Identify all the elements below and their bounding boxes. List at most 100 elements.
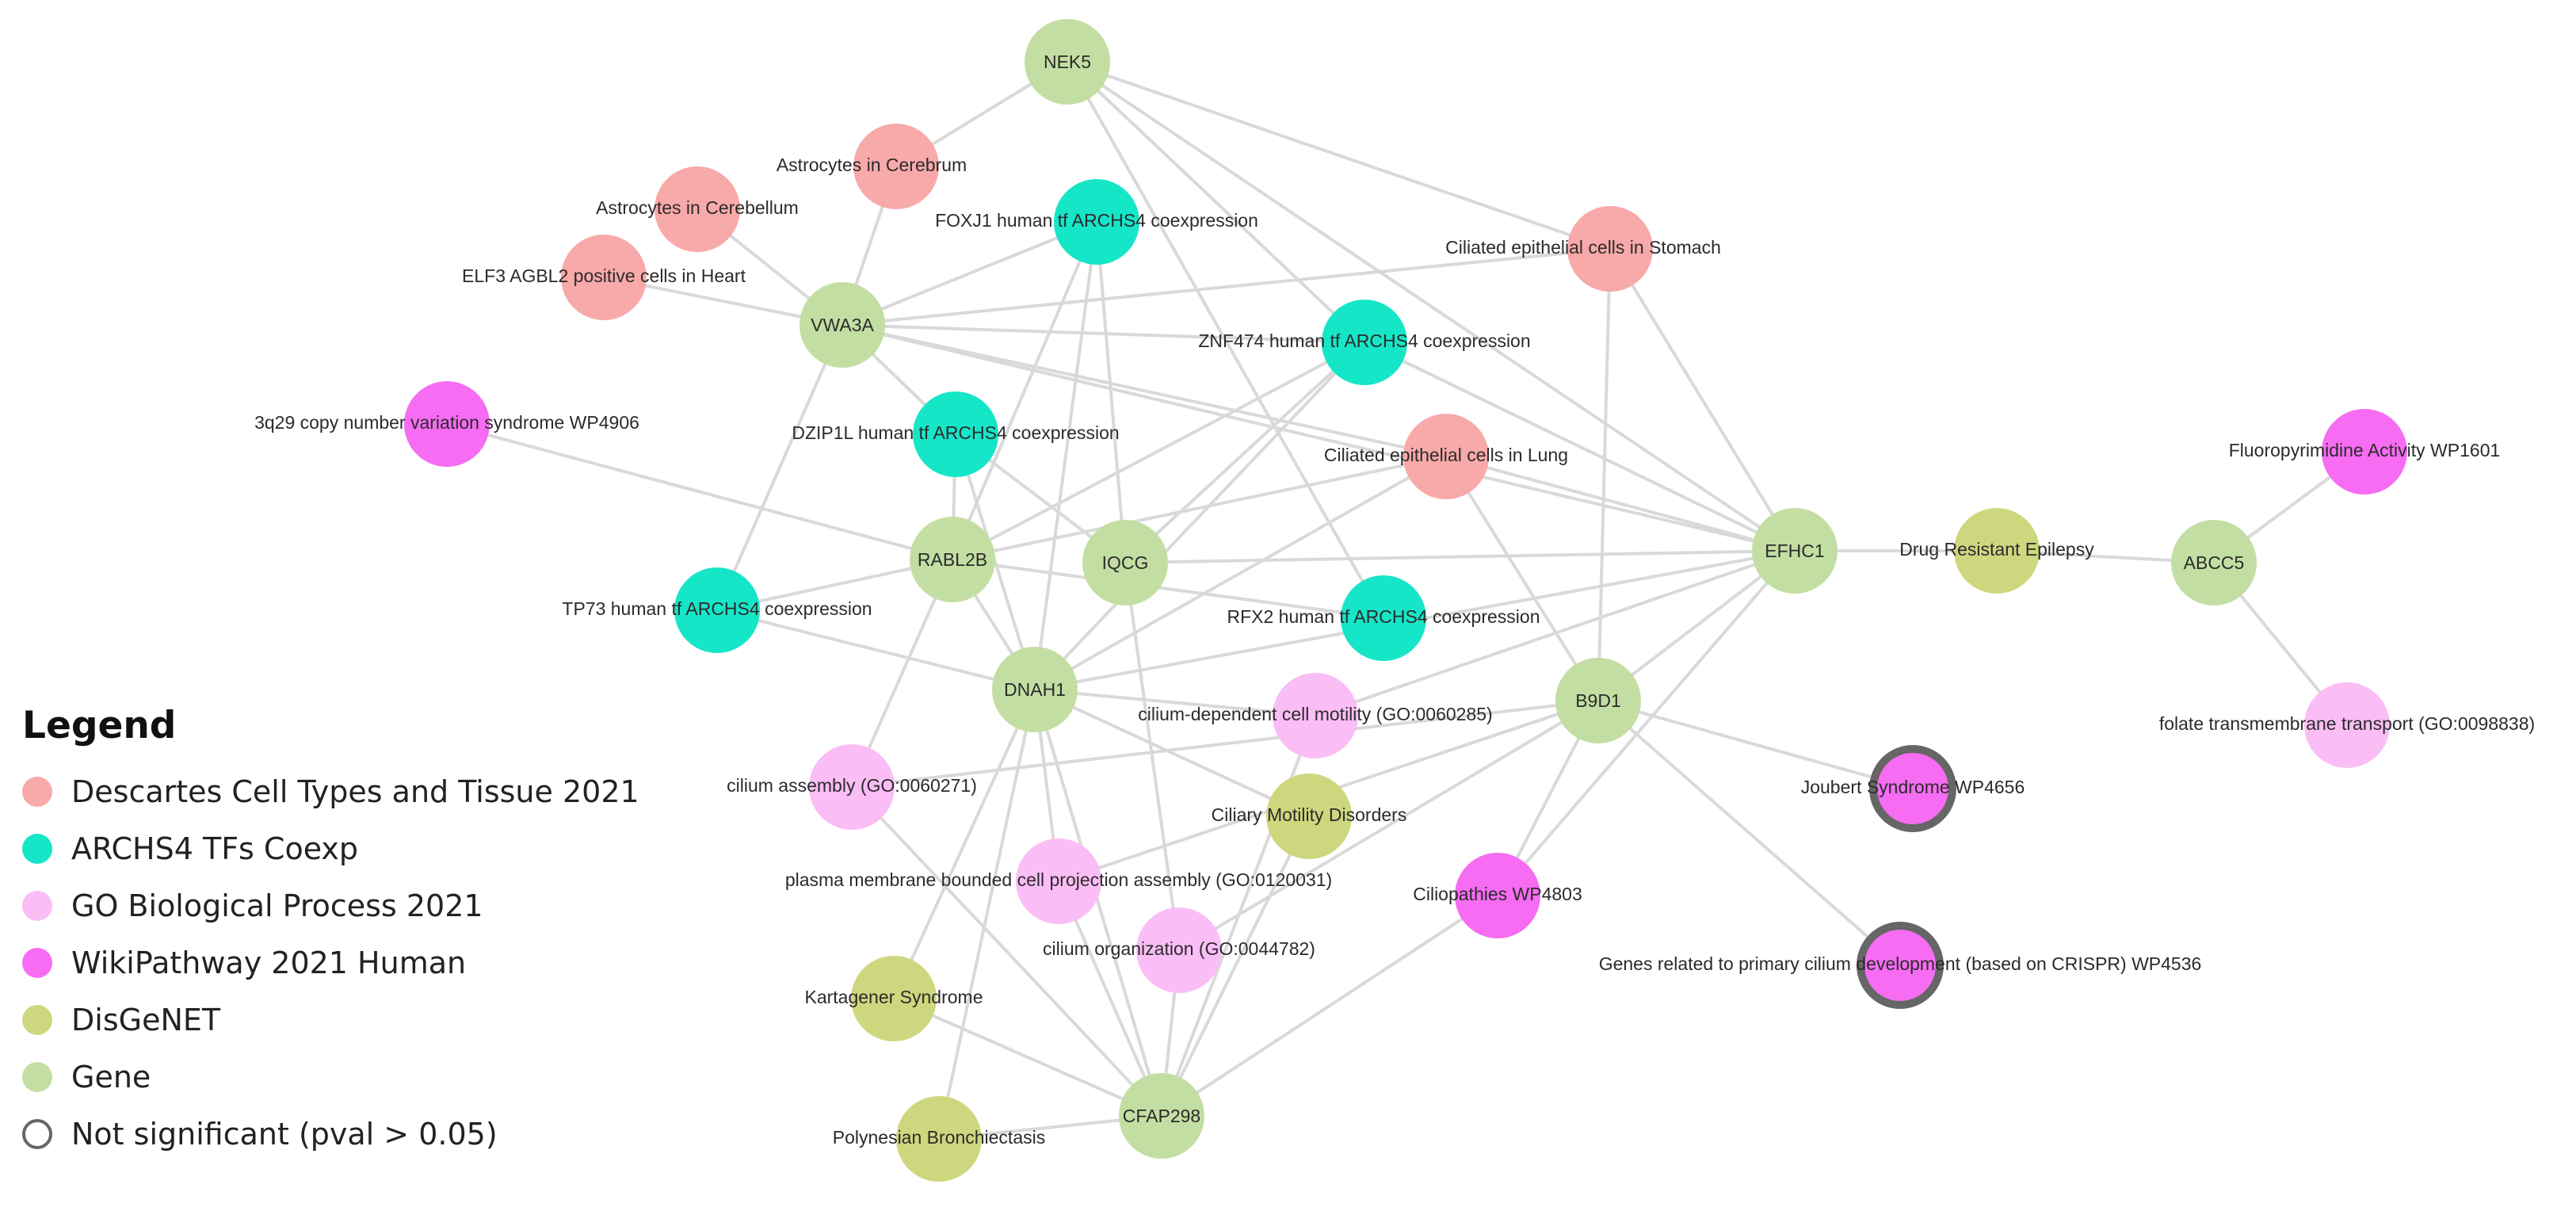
- node-label: DZIP1L human tf ARCHS4 coexpression: [792, 422, 1119, 443]
- node-circle[interactable]: [1322, 300, 1407, 385]
- node-circle[interactable]: [1016, 839, 1101, 924]
- node-circle[interactable]: [674, 567, 760, 653]
- node-wp4536[interactable]: Genes related to primary cilium developm…: [1599, 922, 2202, 1009]
- node-RABL2B[interactable]: RABL2B: [910, 517, 995, 602]
- node-cil_lung[interactable]: Ciliated epithelial cells in Lung: [1324, 414, 1568, 499]
- node-circle[interactable]: [1752, 508, 1838, 594]
- edge-RABL2B-rfx2: [952, 558, 1384, 620]
- node-go0044782[interactable]: cilium organization (GO:0044782): [1043, 907, 1315, 993]
- node-NEK5[interactable]: NEK5: [1025, 19, 1110, 105]
- node-label: Astrocytes in Cerebrum: [777, 155, 967, 175]
- node-VWA3A[interactable]: VWA3A: [800, 282, 885, 368]
- node-wp4906[interactable]: 3q29 copy number variation syndrome WP49…: [254, 381, 639, 467]
- edge-VWA3A-cil_lung: [841, 323, 1447, 458]
- node-ciliary_motility[interactable]: Ciliary Motility Disorders: [1212, 774, 1407, 859]
- legend-label: DisGeNET: [71, 1003, 221, 1037]
- node-label: DNAH1: [1004, 679, 1066, 700]
- legend-swatch: [22, 948, 52, 978]
- node-circle[interactable]: [404, 381, 490, 467]
- node-circle[interactable]: [2322, 409, 2407, 495]
- edge-DNAH1-cil_lung: [1034, 455, 1447, 691]
- node-circle[interactable]: [992, 647, 1078, 732]
- node-circle[interactable]: [1054, 179, 1139, 265]
- edge-DNAH1-ciliary_motility: [1034, 688, 1310, 818]
- node-circle[interactable]: [1403, 414, 1489, 499]
- legend-label: GO Biological Process 2021: [71, 888, 483, 923]
- edge-VWA3A-EFHC1: [841, 323, 1796, 552]
- node-EFHC1[interactable]: EFHC1: [1752, 508, 1838, 594]
- node-circle[interactable]: [1869, 745, 1956, 832]
- node-go0098838[interactable]: folate transmembrane transport (GO:00988…: [2159, 682, 2535, 768]
- node-astro_cerebellum[interactable]: Astrocytes in Cerebellum: [596, 166, 799, 252]
- legend-swatch: [22, 1119, 52, 1149]
- node-circle[interactable]: [809, 744, 895, 830]
- edge-DNAH1-CFAP298: [1033, 689, 1163, 1117]
- node-B9D1[interactable]: B9D1: [1555, 658, 1641, 743]
- node-label: Ciliated epithelial cells in Lung: [1324, 445, 1568, 465]
- edge-IQCG-go0044782: [1124, 562, 1181, 951]
- node-circle[interactable]: [2304, 682, 2390, 768]
- node-IQCG[interactable]: IQCG: [1082, 520, 1168, 606]
- node-wp1601[interactable]: Fluoropyrimidine Activity WP1601: [2229, 409, 2501, 495]
- node-circle[interactable]: [561, 235, 647, 320]
- edge-EFHC1-wp4803: [1496, 549, 1796, 897]
- legend-item-not-significant: Not significant (pval > 0.05): [19, 1106, 639, 1163]
- node-elf3_heart[interactable]: ELF3 AGBL2 positive cells in Heart: [462, 235, 746, 320]
- node-circle[interactable]: [1266, 774, 1352, 859]
- node-circle[interactable]: [1136, 907, 1222, 993]
- node-circle[interactable]: [1341, 575, 1426, 661]
- node-circle[interactable]: [896, 1096, 982, 1182]
- node-wp4803[interactable]: Ciliopathies WP4803: [1413, 853, 1582, 938]
- node-label: Ciliopathies WP4803: [1413, 884, 1582, 904]
- edge-DNAH1-tp73: [716, 609, 1036, 691]
- edge-NEK5-EFHC1: [1066, 60, 1796, 552]
- node-circle[interactable]: [1025, 19, 1110, 105]
- edge-B9D1-go0060271: [851, 699, 1599, 789]
- node-kartagener[interactable]: Kartagener Syndrome: [804, 956, 983, 1041]
- node-circle[interactable]: [913, 392, 998, 477]
- legend-label: Not significant (pval > 0.05): [71, 1117, 498, 1152]
- legend-title: Legend: [22, 704, 177, 747]
- node-label: Astrocytes in Cerebellum: [596, 197, 799, 218]
- node-label: cilium assembly (GO:0060271): [727, 775, 977, 796]
- edge-CFAP298-go0060271: [850, 785, 1163, 1117]
- node-circle[interactable]: [2171, 520, 2257, 606]
- node-astro_cerebrum[interactable]: Astrocytes in Cerebrum: [777, 124, 967, 209]
- edge-RABL2B-znf474: [952, 341, 1365, 561]
- node-circle[interactable]: [1455, 853, 1540, 938]
- node-circle[interactable]: [1954, 508, 2040, 594]
- edge-VWA3A-znf474: [841, 323, 1365, 344]
- node-go0060285[interactable]: cilium-dependent cell motility (GO:00602…: [1138, 673, 1493, 758]
- node-circle[interactable]: [1555, 658, 1641, 743]
- node-drug_epilepsy[interactable]: Drug Resistant Epilepsy: [1899, 508, 2094, 594]
- node-circle[interactable]: [1273, 673, 1358, 758]
- node-go0120031[interactable]: plasma membrane bounded cell projection …: [785, 839, 1332, 924]
- edge-RABL2B-wp4906: [446, 422, 953, 561]
- node-circle[interactable]: [1082, 520, 1168, 606]
- node-circle[interactable]: [1119, 1073, 1204, 1159]
- node-rfx2[interactable]: RFX2 human tf ARCHS4 coexpression: [1227, 575, 1540, 661]
- node-ABCC5[interactable]: ABCC5: [2171, 520, 2257, 606]
- node-circle[interactable]: [800, 282, 885, 368]
- node-circle[interactable]: [1567, 206, 1653, 292]
- legend-item-gene: Gene: [19, 1049, 639, 1106]
- edge-DNAH1-kartagener: [892, 689, 1036, 999]
- node-CFAP298[interactable]: CFAP298: [1119, 1073, 1204, 1159]
- node-label: Ciliary Motility Disorders: [1212, 804, 1407, 825]
- node-foxj1[interactable]: FOXJ1 human tf ARCHS4 coexpression: [935, 179, 1258, 265]
- node-dzip1l[interactable]: DZIP1L human tf ARCHS4 coexpression: [792, 392, 1120, 477]
- node-cil_stomach[interactable]: Ciliated epithelial cells in Stomach: [1445, 206, 1721, 292]
- node-circle[interactable]: [853, 124, 939, 209]
- node-label: cilium-dependent cell motility (GO:00602…: [1138, 704, 1492, 724]
- node-znf474[interactable]: ZNF474 human tf ARCHS4 coexpression: [1198, 300, 1531, 385]
- node-circle[interactable]: [910, 517, 995, 602]
- node-polynesian[interactable]: Polynesian Bronchiectasis: [833, 1096, 1045, 1182]
- node-circle[interactable]: [654, 166, 740, 252]
- edge-VWA3A-cil_stomach: [841, 247, 1611, 327]
- node-go0060271[interactable]: cilium assembly (GO:0060271): [727, 744, 977, 830]
- node-circle[interactable]: [851, 956, 937, 1041]
- node-wp4656[interactable]: Joubert Syndrome WP4656: [1801, 745, 2025, 832]
- node-tp73[interactable]: TP73 human tf ARCHS4 coexpression: [562, 567, 872, 653]
- node-circle[interactable]: [1857, 922, 1944, 1009]
- node-DNAH1[interactable]: DNAH1: [992, 647, 1078, 732]
